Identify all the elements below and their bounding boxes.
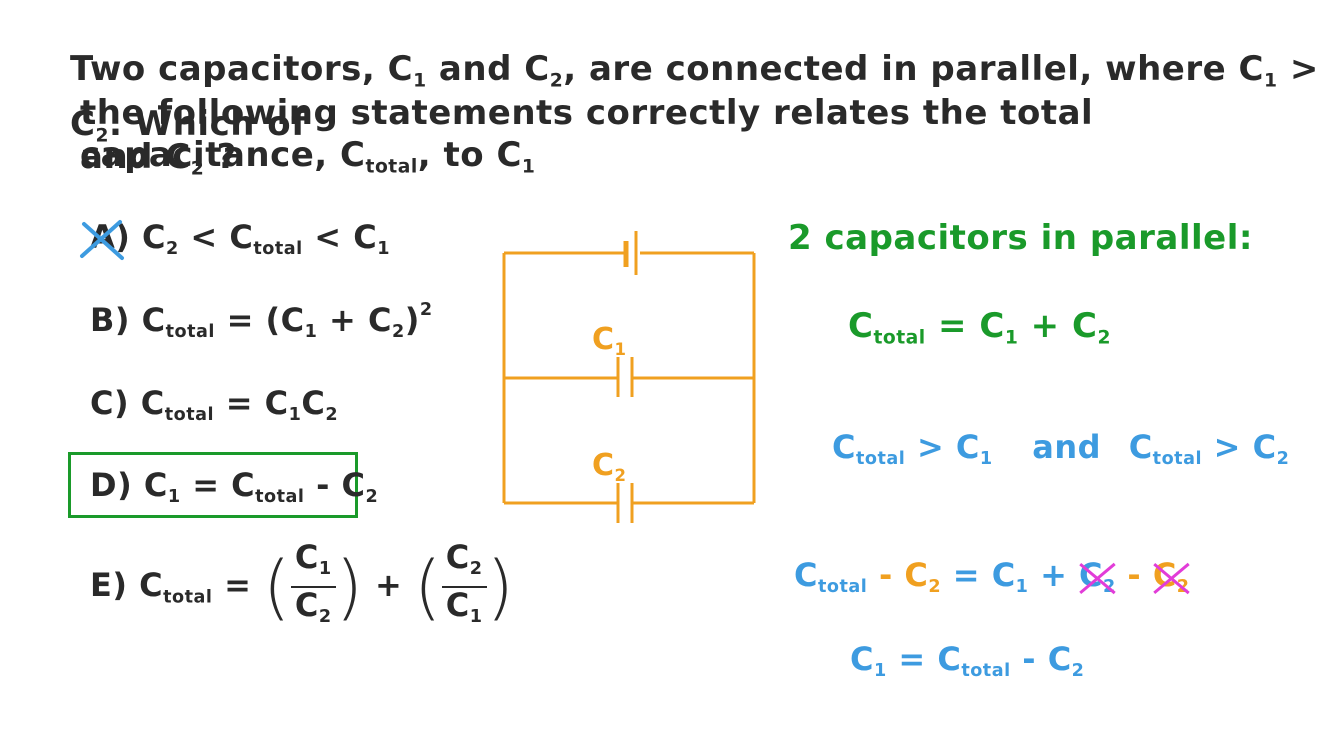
option-a[interactable]: A) C2 < Ctotal < C1 xyxy=(90,218,390,260)
parallel-circuit-diagram xyxy=(502,231,756,523)
question-line-2: the following statements correctly relat… xyxy=(80,93,1094,178)
answer-box xyxy=(68,452,358,518)
notes-heading: 2 capacitors in parallel: xyxy=(788,218,1253,258)
notes-eq1: Ctotal = C1 + C2 xyxy=(848,306,1111,349)
capacitor-c1-label: C1 xyxy=(592,322,627,359)
option-b[interactable]: B) Ctotal = (C1 + C2)2 xyxy=(90,300,433,342)
option-e-label: E) xyxy=(90,566,128,605)
notes-eq4: C1 = Ctotal - C2 xyxy=(850,640,1085,682)
question-line-1: Two capacitors, C1 and C2, are connected… xyxy=(70,49,1319,147)
capacitor-c2-label: C2 xyxy=(592,448,627,485)
option-b-label: B) xyxy=(90,300,131,339)
notes-eq2: Ctotal > C1 and Ctotal > C2 xyxy=(832,428,1290,470)
option-d-label: D) xyxy=(90,466,133,504)
option-c-label: C) xyxy=(90,384,130,422)
option-d[interactable]: D) C1 = Ctotal - C2 xyxy=(90,466,379,508)
option-c[interactable]: C) Ctotal = C1C2 xyxy=(90,384,339,426)
cross-out-icon xyxy=(80,220,124,260)
notes-eq3: Ctotal - C2 = C1 + C2 - C2 xyxy=(794,556,1190,598)
question-line-3: and C2 ? xyxy=(80,137,237,180)
